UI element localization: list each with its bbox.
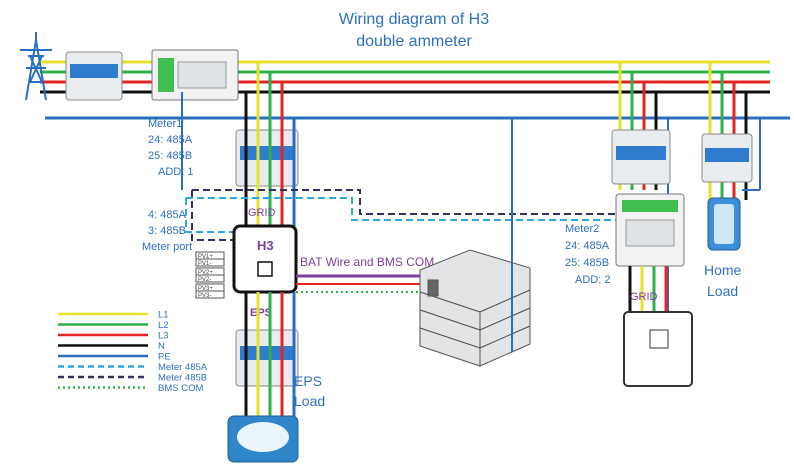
legend-item: BMS COM xyxy=(58,383,203,394)
legend-label: L1 xyxy=(158,310,169,321)
meter1-pin25: 25: 485B xyxy=(148,150,192,162)
pv-inputs: PV1+ PV1- PV2+ PV2- PV3+ PV3- xyxy=(195,251,225,299)
legend-item: Meter 485B xyxy=(58,373,207,384)
diagram-title-line2: double ammeter xyxy=(356,33,472,50)
meter2-pin24: 24: 485A xyxy=(565,240,610,252)
h3-inverter: GRID H3 EPS xyxy=(232,207,298,319)
eps-circuit: EPS Load xyxy=(227,292,325,463)
pv-connector: PV3- xyxy=(195,290,225,299)
home-load-line1: Home xyxy=(704,262,742,278)
legend-item: N xyxy=(58,341,165,352)
rs485-lines xyxy=(185,189,620,241)
meter2-name: Meter2 xyxy=(565,223,599,235)
meter1-device xyxy=(151,49,239,101)
pv-label: PV2- xyxy=(198,277,211,283)
legend-label: PE xyxy=(158,352,171,363)
legend-item: L1 xyxy=(58,310,169,321)
legend-label: L2 xyxy=(158,320,169,331)
legend-item: L3 xyxy=(58,331,169,342)
home-load-line2: Load xyxy=(707,283,738,299)
inverter-grid-label: GRID xyxy=(248,207,276,219)
main-breaker xyxy=(65,51,123,101)
meter1-name: Meter1 xyxy=(148,118,182,130)
legend-item: L2 xyxy=(58,320,169,331)
home-load-circuit: Home Load xyxy=(701,62,761,299)
eps-load-line2: Load xyxy=(294,393,325,409)
grid-tower-icon xyxy=(20,32,52,101)
battery-stack xyxy=(419,249,531,367)
meter-port-labels: 4: 485A 3: 485B Meter port xyxy=(142,209,192,253)
meter1-labels: Meter1 24: 485A 25: 485B ADD: 1 xyxy=(148,118,193,178)
legend-label: BMS COM xyxy=(158,383,203,394)
legend-label: L3 xyxy=(158,331,169,342)
meter1-address: ADD: 1 xyxy=(158,166,193,178)
meter2-labels: Meter2 24: 485A 25: 485B ADD: 2 GRID xyxy=(565,223,658,303)
inverter-breaker xyxy=(181,62,299,232)
meter1-pin24: 24: 485A xyxy=(148,134,193,146)
battery-wire-label: BAT Wire and BMS COM xyxy=(300,255,434,269)
meter2-pin25: 25: 485B xyxy=(565,257,609,269)
battery-wires: BAT Wire and BMS COM xyxy=(296,255,434,293)
pv-connector: PV2- xyxy=(195,274,225,283)
diagram-title-line1: Wiring diagram of H3 xyxy=(339,11,489,28)
meter2-grid-label: GRID xyxy=(630,291,658,303)
meter2-circuit xyxy=(611,62,685,330)
pv-label: PV1+ xyxy=(198,254,213,260)
pv-connector: PV1- xyxy=(195,258,225,267)
legend-label: Meter 485B xyxy=(158,373,207,384)
legend-label: Meter 485A xyxy=(158,362,208,373)
pv-label: PV1- xyxy=(198,261,211,267)
meter-port-pin4: 4: 485A xyxy=(148,209,187,221)
pv-label: PV3+ xyxy=(198,286,213,292)
legend-item: PE xyxy=(58,352,171,363)
meter-port-label: Meter port xyxy=(142,241,192,253)
legend-label: N xyxy=(158,341,165,352)
pv-label: PV3- xyxy=(198,293,211,299)
meter2-address: ADD: 2 xyxy=(575,274,610,286)
second-inverter xyxy=(623,311,693,387)
eps-load-line1: EPS xyxy=(294,373,322,389)
inverter-eps-label: EPS xyxy=(250,307,272,319)
pv-label: PV2+ xyxy=(198,270,213,276)
inverter-label: H3 xyxy=(257,238,274,253)
legend-item: Meter 485A xyxy=(58,362,208,373)
meter-port-pin3: 3: 485B xyxy=(148,225,186,237)
